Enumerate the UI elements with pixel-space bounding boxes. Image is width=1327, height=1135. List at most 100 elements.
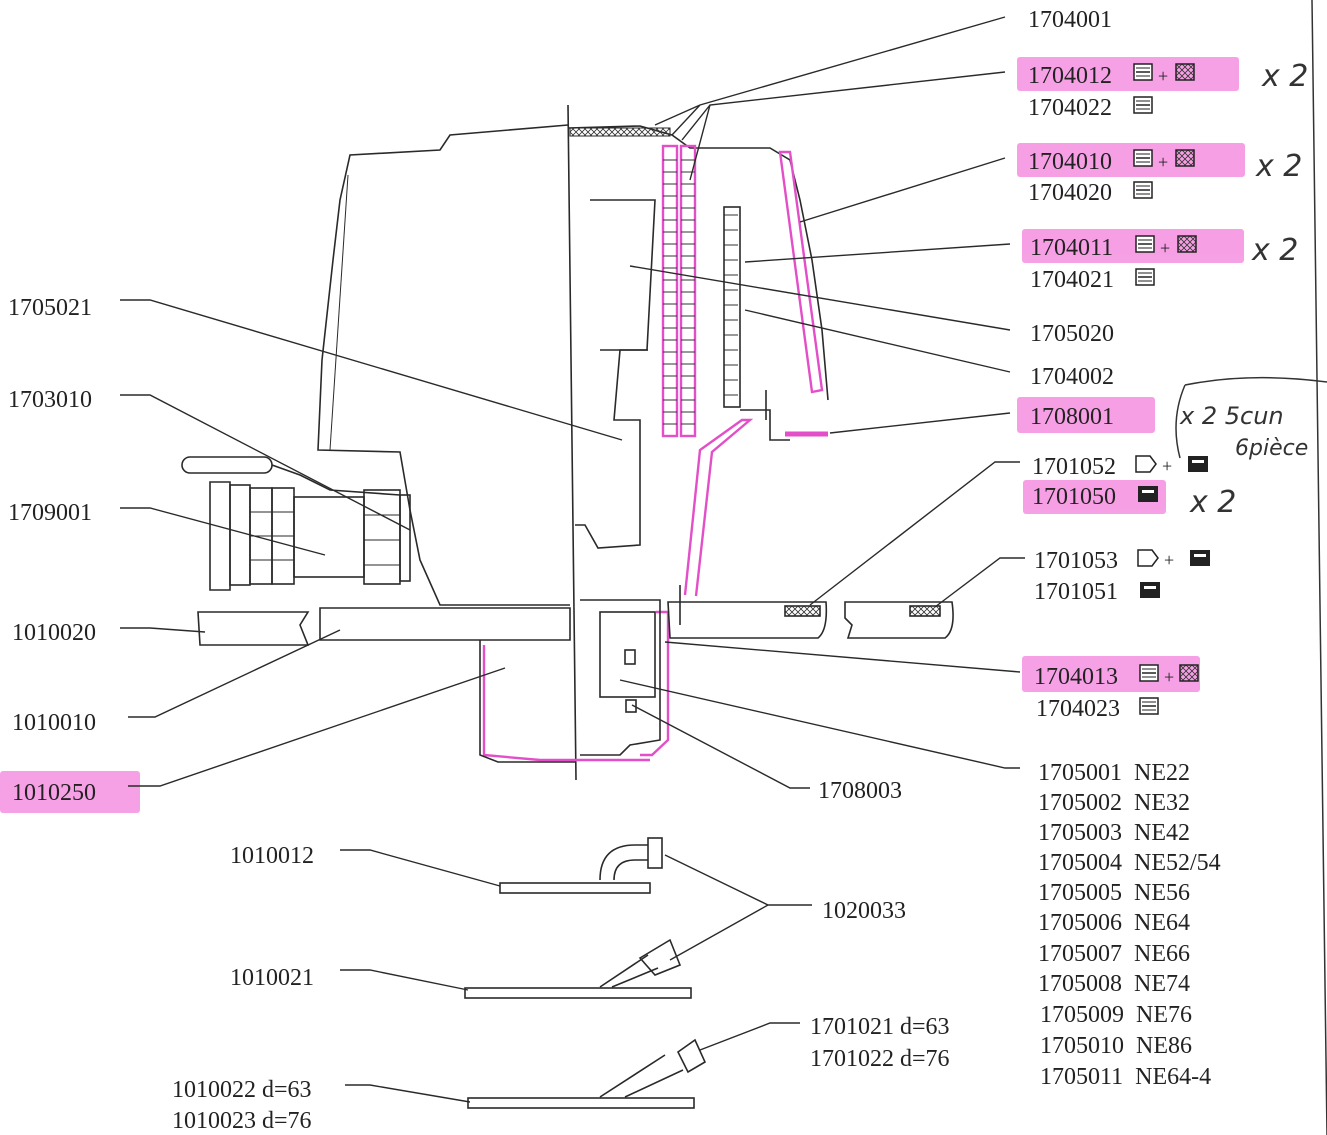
- leader-1010010: [128, 629, 341, 718]
- leader-1705020: [629, 265, 1011, 331]
- left-plate-1010020: [197, 611, 310, 646]
- seal-icon: [1133, 63, 1153, 81]
- label-1709001: 1709001: [8, 500, 92, 526]
- label-1708001: 1708001: [1030, 404, 1114, 430]
- handwritten-note: 6pièce: [1235, 436, 1308, 461]
- highlight-1701050: [1023, 480, 1166, 514]
- leader-1010022: [345, 1084, 471, 1103]
- label-1701051: 1701051: [1034, 579, 1118, 605]
- coupler-1010021: [638, 938, 682, 976]
- right-plate: [667, 601, 828, 639]
- highlight-group: [0, 57, 1245, 813]
- label-1704022: 1704022: [1028, 95, 1112, 121]
- filter-element-1704011: [778, 150, 824, 394]
- filter-element-1704013: [640, 610, 670, 757]
- leader-1704011: [744, 243, 1011, 263]
- page-edge-line: [1311, 0, 1327, 1135]
- label-1010250: 1010250: [12, 780, 96, 806]
- nozzle-list-item: 1705001 NE22: [1038, 760, 1190, 786]
- lower-bowl: [479, 640, 575, 763]
- label-1704002: 1704002: [1030, 364, 1114, 390]
- plus-sign: +: [1160, 238, 1170, 258]
- far-right-plate: [844, 601, 954, 639]
- nozzle-list-item: 1705009 NE76: [1040, 1002, 1192, 1028]
- handwritten-notes: x 2 x 2 x 2 x 2 5cun 6pièce x 2: [1175, 59, 1327, 520]
- leader-1709001: [120, 507, 326, 556]
- corrugation-a: [663, 159, 677, 425]
- nozzle-list-item: 1705010 NE86: [1040, 1033, 1192, 1059]
- label-1010020: 1010020: [12, 620, 96, 646]
- seal-icon: [1139, 664, 1159, 682]
- leader-1701053: [934, 557, 1025, 608]
- leader-1704001: [654, 16, 1006, 136]
- clip-open-icon: [1137, 549, 1159, 567]
- leader-1705001: [619, 679, 1020, 769]
- leader-1704013: [664, 641, 1021, 673]
- label-1701050: 1701050: [1032, 484, 1116, 510]
- lid-seal: [569, 127, 671, 137]
- gasket-1701053: [909, 605, 941, 617]
- leader-1708003: [631, 704, 810, 789]
- crosshatch-seal-icon: [1179, 664, 1199, 682]
- clip-solid-icon: [1138, 486, 1158, 502]
- leader-1701052: [809, 461, 1020, 606]
- leader-1020033: [664, 854, 812, 961]
- leader-1705021: [120, 299, 623, 441]
- label-1701022: 1701022 d=76: [810, 1046, 950, 1072]
- housing-shade-line: [329, 174, 349, 451]
- label-1708003: 1708003: [818, 778, 902, 804]
- center-axis: [567, 104, 577, 781]
- valve-outlet: [399, 494, 411, 582]
- label-1705020: 1705020: [1030, 321, 1114, 347]
- nut-c: [363, 489, 401, 585]
- leader-1010021: [340, 969, 469, 991]
- handwritten-qty: x 2: [1251, 233, 1298, 268]
- nozzle-list-item: 1705005 NE56: [1038, 880, 1190, 906]
- leader-1703010: [120, 394, 411, 531]
- nozzle-list: 1705001 NE22 1705002 NE32 1705003 NE42 1…: [1038, 760, 1221, 1090]
- label-1010010: 1010010: [12, 710, 96, 736]
- pipe-1010021: [599, 954, 659, 988]
- inner-baffle: [575, 199, 656, 549]
- leader-1704002: [744, 309, 1011, 373]
- label-1010021: 1010021: [230, 965, 314, 991]
- lid-profile: [567, 125, 829, 401]
- clip-solid-icon: [1190, 550, 1210, 566]
- label-1701052: 1701052: [1032, 454, 1116, 480]
- plate-1010012: [499, 882, 651, 894]
- leader-lines: [120, 16, 1025, 1103]
- nozzle-list-item: 1705007 NE66: [1038, 941, 1190, 967]
- crosshatch-seal-icon: [1175, 63, 1195, 81]
- corrugation-c: [724, 214, 738, 396]
- valve-lever: [271, 464, 401, 496]
- seal-icon: [1135, 268, 1155, 286]
- coupling-body: [229, 484, 251, 586]
- accessory-drawings: [464, 837, 707, 1109]
- gasket-1701052: [784, 605, 821, 617]
- coupler-1701021: [676, 1038, 707, 1074]
- leader-1010250: [128, 667, 506, 787]
- plate-1010021: [464, 987, 692, 999]
- nozzle-list-item: 1705006 NE64: [1038, 910, 1190, 936]
- leader-1708001: [829, 412, 1011, 434]
- label-1010012: 1010012: [230, 843, 314, 869]
- label-1704010: 1704010: [1028, 149, 1112, 175]
- cutaway-drawing: [181, 104, 954, 781]
- seal-icon: [1133, 181, 1153, 199]
- handwritten-qty: x 2: [1189, 485, 1236, 520]
- label-1010023: 1010023 d=76: [172, 1108, 312, 1134]
- main-plate: [319, 607, 571, 641]
- leader-1704012: [681, 71, 1006, 181]
- inner-sleeve: [723, 206, 741, 408]
- plus-sign: +: [1162, 456, 1172, 476]
- handwritten-bracket: [1175, 376, 1327, 459]
- handwritten-qty: x 2: [1255, 149, 1302, 184]
- label-1704001: 1704001: [1028, 7, 1112, 33]
- leader-1704010: [799, 157, 1006, 223]
- clip-open-icon: [1135, 455, 1157, 473]
- leader-1010012: [340, 849, 501, 887]
- handwritten-note: x 2 5cun: [1179, 402, 1284, 430]
- nozzle-list-item: 1705011 NE64-4: [1040, 1064, 1211, 1090]
- right-labels: 1704001 1704012 + 1704022 1704010 + 1704…: [1028, 7, 1210, 722]
- corrugation-b: [681, 159, 695, 425]
